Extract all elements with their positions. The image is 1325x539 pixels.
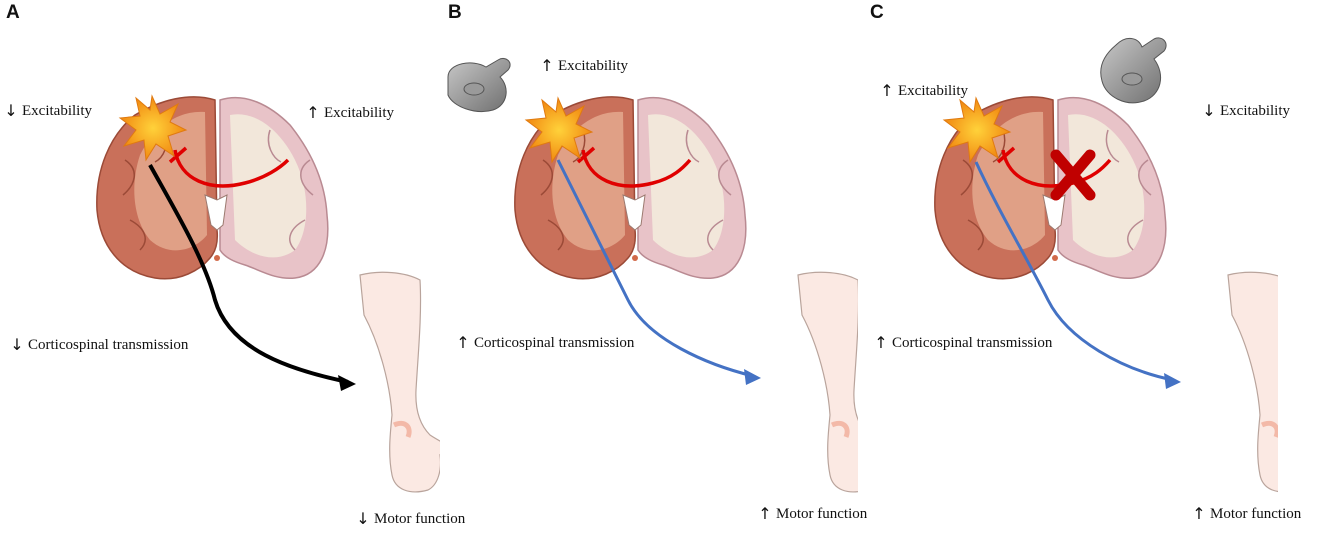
- arrow-down-icon: ↓: [1202, 101, 1216, 120]
- left-excitability-label: ↑Excitability: [880, 81, 968, 100]
- corticospinal-label: ↑Corticospinal transmission: [456, 333, 635, 352]
- left-excitability-label: ↓Excitability: [4, 101, 92, 120]
- pathway-arrowhead: [1164, 373, 1181, 389]
- corticospinal-pathway: [148, 164, 349, 384]
- panel-c: C ↑Excitability ↓Excitability ↑Corticosp…: [838, 0, 1301, 539]
- arrow-down-icon: ↓: [4, 101, 18, 120]
- pathway-arrowhead: [338, 375, 356, 391]
- pathway-arrowhead: [744, 369, 761, 385]
- corticospinal-label: ↓Corticospinal transmission: [10, 335, 189, 354]
- arrow-up-icon: ↑: [540, 56, 554, 75]
- block-cross-icon: [1050, 149, 1096, 201]
- panel-label: C: [870, 2, 884, 23]
- arrow-down-icon: ↓: [356, 509, 370, 528]
- panel-label: B: [448, 2, 462, 23]
- interhemispheric-inhibition-line: [581, 149, 692, 188]
- inhibition-terminal: [576, 146, 596, 164]
- coil-excitability-label: ↑Excitability: [540, 56, 628, 75]
- interhemispheric-inhibition-line: [173, 149, 290, 188]
- corticospinal-pathway: [556, 159, 754, 378]
- arm-illustration: [1228, 272, 1278, 492]
- inhibition-terminal: [996, 146, 1016, 164]
- inhibition-terminal: [168, 146, 188, 164]
- corticospinal-pathway: [974, 161, 1174, 382]
- right-excitability-label: ↑Excitability: [306, 103, 394, 122]
- panel-label: A: [6, 2, 20, 23]
- arrow-up-icon: ↑: [306, 103, 320, 122]
- motor-function-label: ↑Motor function: [1192, 504, 1302, 523]
- coil-excitability-label: ↓Excitability: [1202, 101, 1290, 120]
- tms-coil-icon: [447, 57, 511, 113]
- panel-a-illustration: [96, 95, 440, 539]
- arrow-up-icon: ↑: [456, 333, 470, 352]
- arrow-up-icon: ↑: [758, 504, 772, 523]
- motor-function-label: ↓Motor function: [356, 509, 466, 528]
- panel-b-illustration: [447, 57, 858, 539]
- panel-b: B ↑Excitability ↑Corticospinal transmiss…: [418, 0, 867, 539]
- panel-c-illustration: [934, 37, 1278, 539]
- panel-a: A ↓Excitability ↑Excitability ↓Corticosp…: [0, 0, 465, 539]
- arrow-up-icon: ↑: [874, 333, 888, 352]
- arrow-down-icon: ↓: [10, 335, 24, 354]
- tms-coil-icon: [1100, 37, 1167, 104]
- arrow-up-icon: ↑: [880, 81, 894, 100]
- motor-function-label: ↑Motor function: [758, 504, 868, 523]
- arrow-up-icon: ↑: [1192, 504, 1206, 523]
- corticospinal-label: ↑Corticospinal transmission: [874, 333, 1053, 352]
